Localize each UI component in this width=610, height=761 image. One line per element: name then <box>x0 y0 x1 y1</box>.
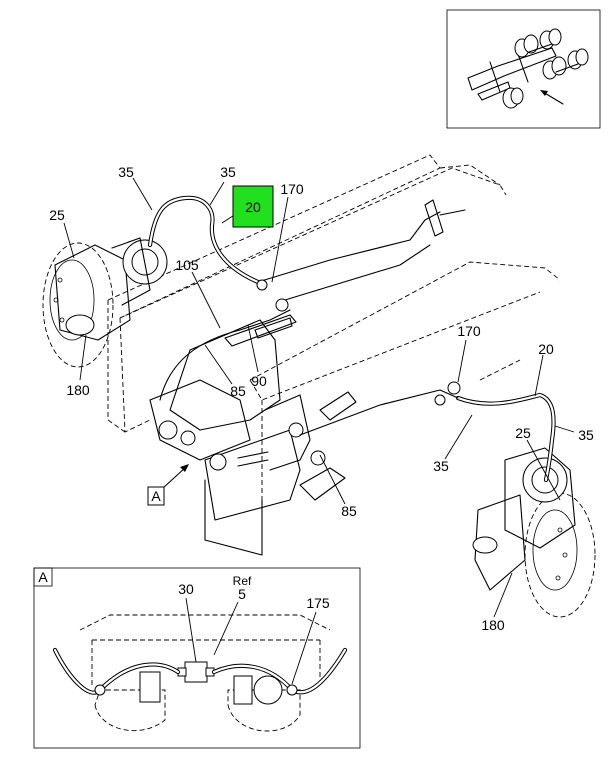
brake-hoses <box>147 195 556 483</box>
left-brake-assembly <box>42 237 168 368</box>
vehicle-locator-inset <box>446 9 601 129</box>
callout-35-right-bottom: 35 <box>433 458 449 474</box>
detail-callout-175: 175 <box>306 595 330 611</box>
detail-view-marker-label: A <box>38 569 48 585</box>
right-brake-assembly <box>472 447 596 618</box>
callout-90: 90 <box>251 373 267 389</box>
callout-20-highlighted: 20 <box>245 199 261 215</box>
callout-35-right: 35 <box>578 427 594 443</box>
callout-35-top-right: 35 <box>220 164 236 180</box>
callout-105: 105 <box>175 257 199 273</box>
callout-labels: 35 35 20 170 25 105 180 85 90 170 20 25 … <box>49 164 594 633</box>
detail-callout-5: 5 <box>238 586 246 602</box>
callout-170-top: 170 <box>280 181 304 197</box>
view-a-marker-label: A <box>151 488 161 504</box>
detail-view-a-inset: A 30 Ref 5 175 <box>33 567 361 749</box>
center-axle-housing <box>149 314 357 556</box>
highlighted-part-box <box>232 185 274 228</box>
detail-view-marker-box <box>33 567 53 587</box>
callout-25-right: 25 <box>515 425 531 441</box>
detail-callout-ref: Ref <box>233 574 252 588</box>
leader-lines <box>63 177 575 618</box>
view-a-arrow: A <box>147 464 189 506</box>
callout-180-right: 180 <box>481 617 505 633</box>
callout-85-right: 85 <box>341 503 357 519</box>
detail-callout-30: 30 <box>178 581 194 597</box>
view-direction-arrow-icon <box>540 90 564 105</box>
callout-180-left: 180 <box>66 382 90 398</box>
view-a-marker-box <box>147 486 165 506</box>
callout-25-left: 25 <box>49 207 65 223</box>
tandem-axle-icon <box>467 28 589 109</box>
callout-85-left: 85 <box>230 383 246 399</box>
callout-35-top-left: 35 <box>118 164 134 180</box>
callout-170-right: 170 <box>457 323 481 339</box>
callout-20-right: 20 <box>538 341 554 357</box>
